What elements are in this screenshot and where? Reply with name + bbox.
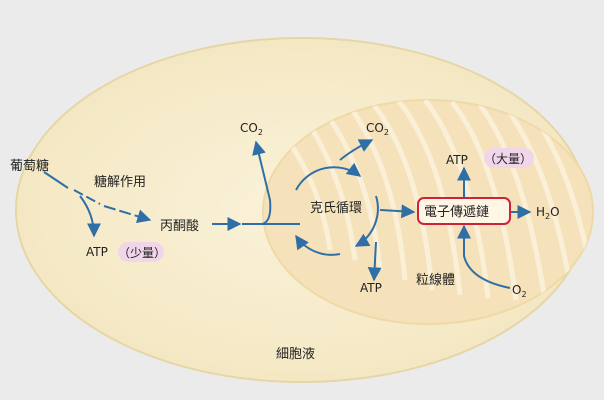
cytoplasm-label: 細胞液 (276, 347, 315, 362)
mitochondrion-label: 粒線體 (416, 272, 455, 288)
arrow-to-co2-right (339, 139, 374, 161)
pyruvate-label: 丙酮酸 (160, 219, 199, 234)
glucose-label: 葡萄糖 (10, 158, 49, 174)
atp-large-label: ATP (446, 153, 468, 167)
arrow-to-co2-left (252, 140, 272, 225)
large-amount-label: （大量） (484, 152, 532, 166)
arrow-oxygen-to-etc (457, 224, 511, 289)
large-amount-badge (484, 148, 534, 168)
arrow-to-atp-small (79, 195, 101, 238)
co2-left-label: CO2 (240, 121, 263, 137)
arrow-glycolysis-1 (73, 189, 101, 205)
etc-label: 電子傳遞鏈 (424, 205, 489, 220)
etc-box (417, 197, 511, 225)
arrow-glucose-down (43, 171, 69, 189)
co2-right-label: CO2 (366, 121, 389, 137)
atp-krebs-label: ATP (360, 281, 382, 295)
arrow-krebs-to-etc (379, 204, 416, 219)
atp-small-label: ATP (86, 245, 108, 259)
arrow-krebs-to-atp (367, 241, 382, 282)
oxygen-label: O2 (512, 283, 527, 299)
krebs-label: 克氏循環 (310, 201, 362, 216)
water-label: H2O (536, 205, 560, 221)
small-amount-badge (118, 242, 164, 262)
small-amount-label: （少量） (118, 246, 166, 260)
glycolysis-label: 糖解作用 (94, 174, 146, 190)
krebs-cycle-circle (295, 162, 379, 256)
arrow-glycolysis-2 (103, 205, 152, 224)
